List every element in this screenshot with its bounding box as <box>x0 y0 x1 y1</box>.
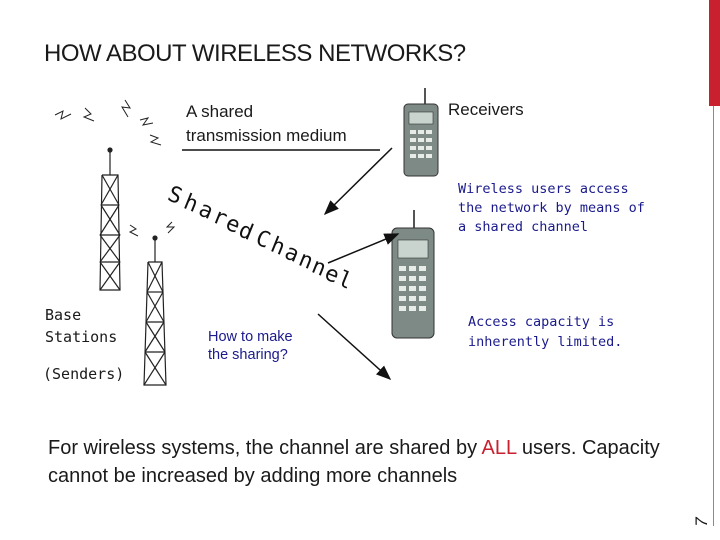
access-capacity-note: Access capacity is inherently limited. <box>468 312 622 352</box>
question-line: How to make <box>208 329 293 345</box>
shared-channel-label: S h a r e d C h a n n e l <box>164 182 356 295</box>
accent-bar <box>709 0 720 106</box>
note-line: Access capacity is <box>468 314 615 330</box>
arrow-icon <box>327 233 400 264</box>
arrow-icon <box>323 147 393 216</box>
receivers-label: Receivers <box>448 100 524 119</box>
slide-title: HOW ABOUT WIRELESS NETWORKS? <box>44 40 466 67</box>
note-line: inherently limited. <box>468 334 623 350</box>
summary-text: For wireless systems, the channel are sh… <box>48 434 668 490</box>
label-line: transmission medium <box>186 126 347 145</box>
note-line: the network by means of <box>458 200 645 216</box>
note-line: Wireless users access <box>458 181 629 197</box>
arrow-icon <box>317 313 392 381</box>
radio-tower-icon <box>128 221 176 386</box>
mobile-phone-icon <box>391 210 435 339</box>
base-stations-label: Base Stations <box>45 304 117 348</box>
summary-part: users. Capacity cannot be increased by a… <box>48 437 660 487</box>
label-line: Stations <box>45 328 118 346</box>
users-access-note: Wireless users access the network by mea… <box>458 180 645 237</box>
summary-highlight: ALL <box>481 437 517 459</box>
how-to-share-question: How to make the sharing? <box>208 328 293 364</box>
label-line: A shared <box>186 102 254 121</box>
question-line: the sharing? <box>208 347 288 363</box>
divider-line <box>713 106 714 526</box>
summary-part: For wireless systems, the channel are sh… <box>48 437 482 459</box>
label-line: Base <box>45 306 82 324</box>
mobile-phone-icon <box>403 88 439 177</box>
senders-label: (Senders) <box>43 365 125 383</box>
radio-tower-icon <box>54 99 162 291</box>
shared-medium-label: A shared transmission medium <box>186 100 347 148</box>
note-line: a shared channel <box>458 219 589 235</box>
